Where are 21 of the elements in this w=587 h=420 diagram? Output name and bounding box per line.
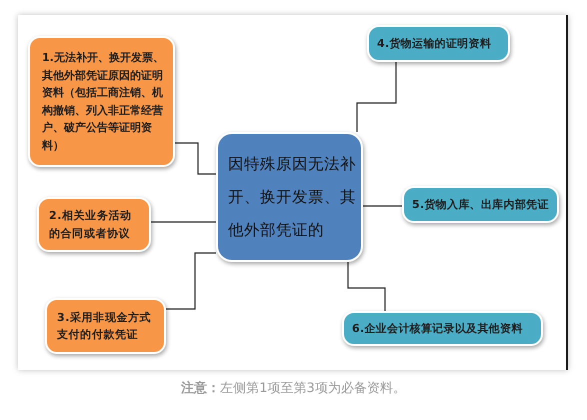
connector-line — [363, 205, 402, 207]
topic-box — [216, 132, 363, 262]
supporting-item-box — [342, 311, 543, 346]
item-text: 2.相关业务活动的合同或者协议 — [49, 208, 133, 242]
connector-line — [347, 262, 386, 311]
connector-line — [175, 142, 216, 175]
connector-line — [356, 62, 397, 132]
item-text: 3.采用非现金方式支付的付款凭证 — [57, 310, 152, 343]
required-item-box — [28, 36, 175, 167]
connector-line — [151, 221, 216, 223]
supporting-item-box — [402, 186, 559, 223]
note-text: 注意：左侧第1项至第3项为必备资料。 — [181, 381, 406, 396]
item-text: 1.无法补开、换开发票、其他外部凭证原因的证明资料（包括工商注销、机构撤销、列入非正常经营户、破产公告等证明资料） — [42, 50, 165, 154]
item-text: 6.企业会计核算记录以及其他资料 — [352, 320, 524, 337]
supporting-item-box — [367, 25, 510, 62]
required-item-box — [45, 298, 166, 354]
item-text: 5.货物入库、出库内部凭证 — [412, 196, 550, 213]
required-item-box — [37, 197, 151, 252]
connector-line — [166, 252, 216, 310]
item-text: 4.货物运输的证明资料 — [377, 36, 492, 52]
topic-text: 因特殊原因无法补开、换开发票、其他外部凭证的 — [228, 154, 356, 240]
